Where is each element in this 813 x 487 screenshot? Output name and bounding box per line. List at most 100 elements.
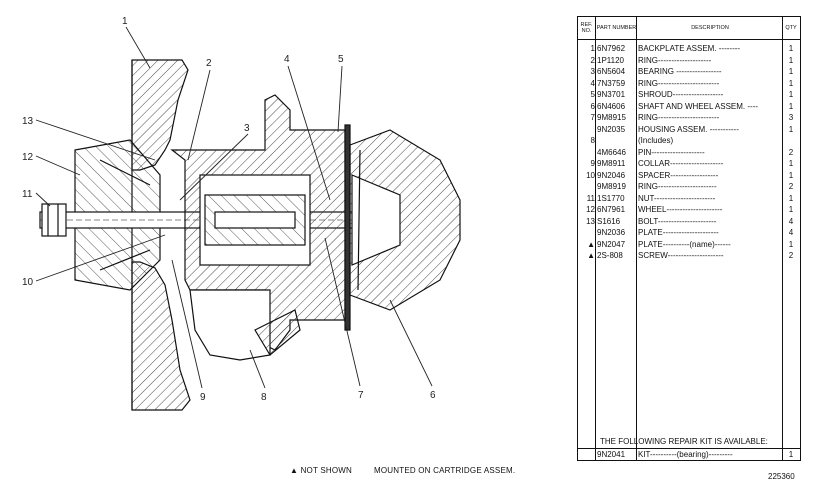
part-number-cell: 9N2047 bbox=[597, 239, 626, 249]
callout-5: 5 bbox=[338, 54, 344, 65]
part-number-cell: 9N2046 bbox=[597, 170, 626, 180]
ref-cell: 8 bbox=[590, 136, 595, 145]
part-number-cell: 9M8919 bbox=[597, 182, 626, 191]
part-number-cell: 4M6646 bbox=[597, 147, 626, 157]
qty-cell: 1 bbox=[788, 239, 794, 249]
callout-7: 7 bbox=[358, 390, 364, 401]
callout-4: 4 bbox=[284, 54, 290, 65]
column-divider bbox=[636, 17, 637, 460]
description-cell: (Includes) bbox=[638, 136, 674, 145]
callout-13: 13 bbox=[22, 116, 34, 127]
ref-cell: 13 bbox=[586, 216, 595, 226]
part-number-cell: 9N2035 bbox=[597, 124, 626, 134]
qty-cell: 1 bbox=[788, 205, 794, 214]
description-cell: SHROUD------------------- bbox=[638, 90, 724, 99]
repair-kit-note: THE FOLLOWING REPAIR KIT IS AVAILABLE: bbox=[600, 437, 768, 446]
callout-3: 3 bbox=[244, 123, 250, 134]
table-row: 4M6646 PIN-------------------- 2 bbox=[578, 147, 800, 159]
description-cell: RING----------------------- bbox=[638, 78, 720, 88]
callout-10: 10 bbox=[22, 277, 34, 288]
drawing-geometry bbox=[39, 59, 461, 411]
qty-cell: 1 bbox=[788, 44, 794, 53]
table-row: 9N2035 HOUSING ASSEM. ----------- 1 bbox=[578, 124, 800, 136]
part-number-cell: 2S-808 bbox=[597, 251, 623, 260]
qty-cell: 1 bbox=[788, 55, 794, 65]
part-number-cell: 6N7962 bbox=[597, 44, 626, 53]
table-header: REF. NO. PART NUMBER DESCRIPTION QTY bbox=[578, 17, 800, 40]
header-description: DESCRIPTION bbox=[691, 25, 729, 31]
part-number-cell: 9M8915 bbox=[597, 113, 626, 122]
part-number-cell: 6N4606 bbox=[597, 101, 626, 111]
drawing-number: 225360 bbox=[768, 472, 795, 481]
table-row: 8 (Includes) bbox=[578, 135, 800, 147]
description-cell: RING-------------------- bbox=[638, 55, 712, 65]
kit-part-number: 9N2041 bbox=[597, 450, 626, 459]
description-cell: RING---------------------- bbox=[638, 182, 717, 191]
part-number-cell: 1S1770 bbox=[597, 193, 625, 203]
description-cell: BEARING ----------------- bbox=[638, 67, 722, 76]
kit-qty: 1 bbox=[788, 450, 794, 459]
qty-cell: 1 bbox=[788, 159, 794, 168]
ref-cell: 11 bbox=[586, 193, 595, 203]
qty-cell: 1 bbox=[788, 101, 794, 111]
header-part-number: PART NUMBER bbox=[596, 25, 637, 31]
description-cell: SHAFT AND WHEEL ASSEM. ---- bbox=[638, 101, 759, 111]
footnote-mounted: MOUNTED ON CARTRIDGE ASSEM. bbox=[374, 466, 516, 475]
callout-8: 8 bbox=[261, 392, 267, 403]
ref-cell: 4 bbox=[590, 78, 595, 88]
ref-cell: 9 bbox=[590, 159, 595, 168]
part-number-cell: 7N3759 bbox=[597, 78, 626, 88]
callout-1: 1 bbox=[122, 16, 128, 27]
description-cell: RING----------------------- bbox=[638, 113, 720, 122]
ref-cell: 5 bbox=[590, 90, 595, 99]
ref-cell: ▲ bbox=[587, 239, 595, 249]
ref-cell: 1 bbox=[590, 44, 595, 53]
description-cell: BACKPLATE ASSEM. -------- bbox=[638, 44, 741, 53]
footnote-not-shown: ▲ NOT SHOWN bbox=[290, 466, 352, 475]
callout-2: 2 bbox=[206, 58, 212, 69]
description-cell: NUT----------------------- bbox=[638, 193, 716, 203]
description-cell: COLLAR-------------------- bbox=[638, 159, 724, 168]
callout-leader-lines bbox=[35, 26, 433, 389]
qty-cell: 1 bbox=[788, 193, 794, 203]
qty-cell: 2 bbox=[788, 147, 794, 157]
footnote-not-shown-text: NOT SHOWN bbox=[300, 466, 352, 475]
column-divider bbox=[595, 17, 596, 460]
header-qty: QTY bbox=[785, 25, 797, 31]
ref-cell: 10 bbox=[586, 170, 595, 180]
header-ref-no: REF. NO. bbox=[580, 22, 593, 34]
qty-cell: 1 bbox=[788, 90, 794, 99]
ref-cell: 7 bbox=[590, 113, 595, 122]
qty-cell: 1 bbox=[788, 67, 794, 76]
callout-9: 9 bbox=[200, 392, 206, 403]
triangle-marker-icon: ▲ bbox=[290, 466, 299, 475]
callout-11: 11 bbox=[22, 189, 33, 200]
callout-12: 12 bbox=[22, 152, 34, 163]
kit-description: KIT----------(bearing)--------- bbox=[638, 450, 733, 459]
description-cell: BOLT---------------------- bbox=[638, 216, 717, 226]
qty-cell: 3 bbox=[788, 113, 794, 122]
description-cell: SPACER------------------ bbox=[638, 170, 719, 180]
ref-cell: 6 bbox=[590, 101, 595, 111]
qty-cell: 1 bbox=[788, 124, 794, 134]
description-cell: PIN-------------------- bbox=[638, 147, 705, 157]
description-cell: HOUSING ASSEM. ----------- bbox=[638, 124, 739, 134]
part-number-cell: 6N5604 bbox=[597, 67, 626, 76]
part-number-cell: 9N3701 bbox=[597, 90, 626, 99]
ref-cell: 3 bbox=[590, 67, 595, 76]
ref-cell: 2 bbox=[590, 55, 595, 65]
